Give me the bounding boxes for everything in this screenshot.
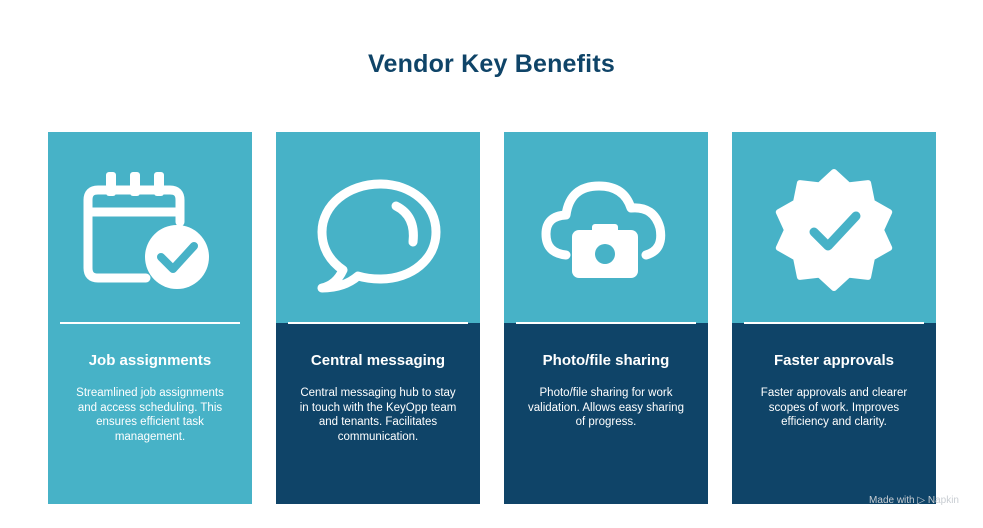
- card-lower-panel: [276, 323, 480, 504]
- benefit-card-photo-file-sharing: Photo/file sharing Photo/file sharing fo…: [504, 132, 708, 504]
- card-heading: Photo/file sharing: [542, 352, 670, 369]
- benefit-card-faster-approvals: Faster approvals Faster approvals and cl…: [732, 132, 936, 504]
- card-divider: [516, 322, 696, 324]
- card-divider: [744, 322, 924, 324]
- benefit-card-job-assignments: Job assignments Streamlined job assignme…: [48, 132, 252, 504]
- card-lower-panel: [732, 323, 936, 504]
- card-divider: [288, 322, 468, 324]
- card-heading: Central messaging: [310, 352, 446, 369]
- card-description: Central messaging hub to stay in touch w…: [299, 387, 457, 443]
- speech-bubble-icon: [276, 160, 480, 300]
- card-description: Streamlined job assignments and access s…: [76, 387, 224, 443]
- benefit-card-central-messaging: Central messaging Central messaging hub …: [276, 132, 480, 504]
- calendar-check-icon: [48, 160, 252, 300]
- verified-badge-icon: [732, 160, 936, 300]
- card-description: Photo/file sharing for work validation. …: [528, 387, 684, 428]
- card-lower-panel: [504, 323, 708, 504]
- cloud-camera-icon: [504, 160, 708, 300]
- card-description: Faster approvals and clearer scopes of w…: [760, 387, 908, 428]
- page-title: Vendor Key Benefits: [368, 50, 615, 78]
- card-heading: Faster approvals: [773, 352, 895, 369]
- card-heading: Job assignments: [88, 352, 212, 369]
- watermark: Made with ▷ Napkin: [869, 495, 959, 506]
- card-divider: [60, 322, 240, 324]
